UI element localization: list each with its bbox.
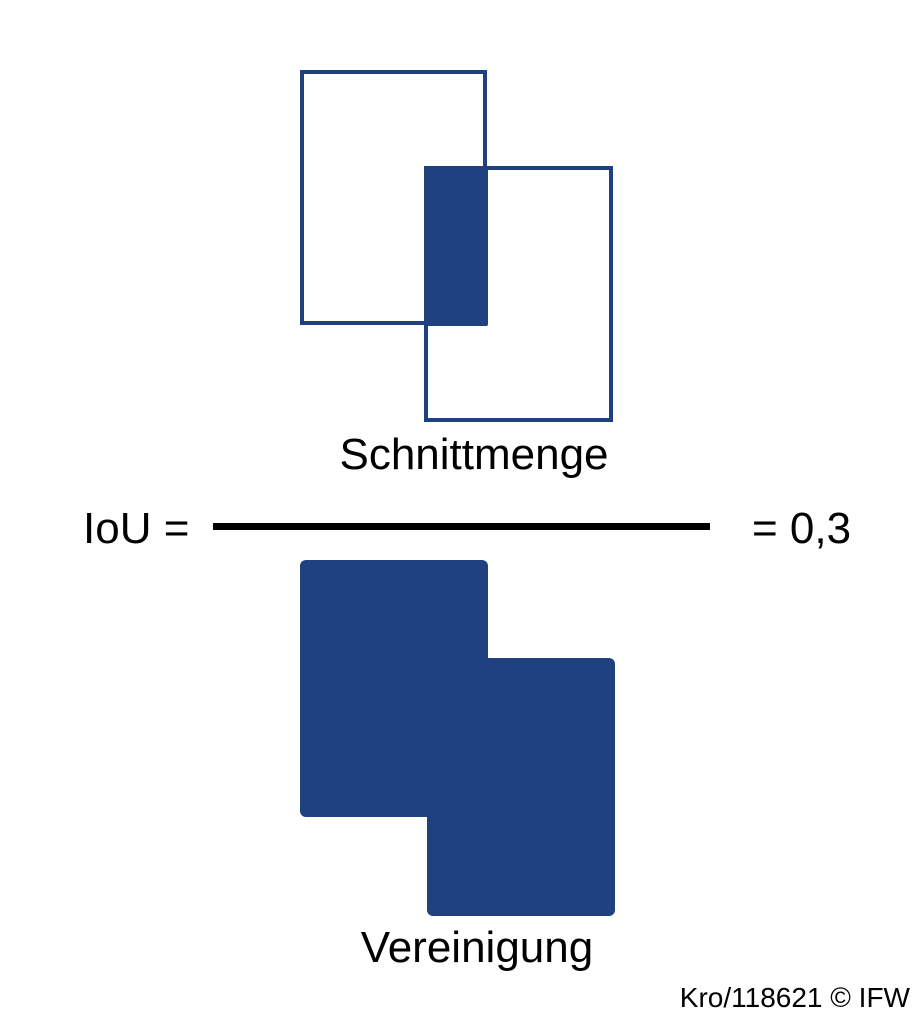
formula-result-label: = 0,3 [752,504,852,553]
numerator-label: Schnittmenge [339,430,609,479]
credit-line: Kro/118621 © IFW [679,982,910,1013]
intersection-area-shape [424,166,488,326]
union-rect-b-shape [427,658,615,916]
fraction-bar [213,523,710,530]
denominator-label: Vereinigung [360,923,594,972]
formula-lhs-label: IoU = [83,504,190,553]
